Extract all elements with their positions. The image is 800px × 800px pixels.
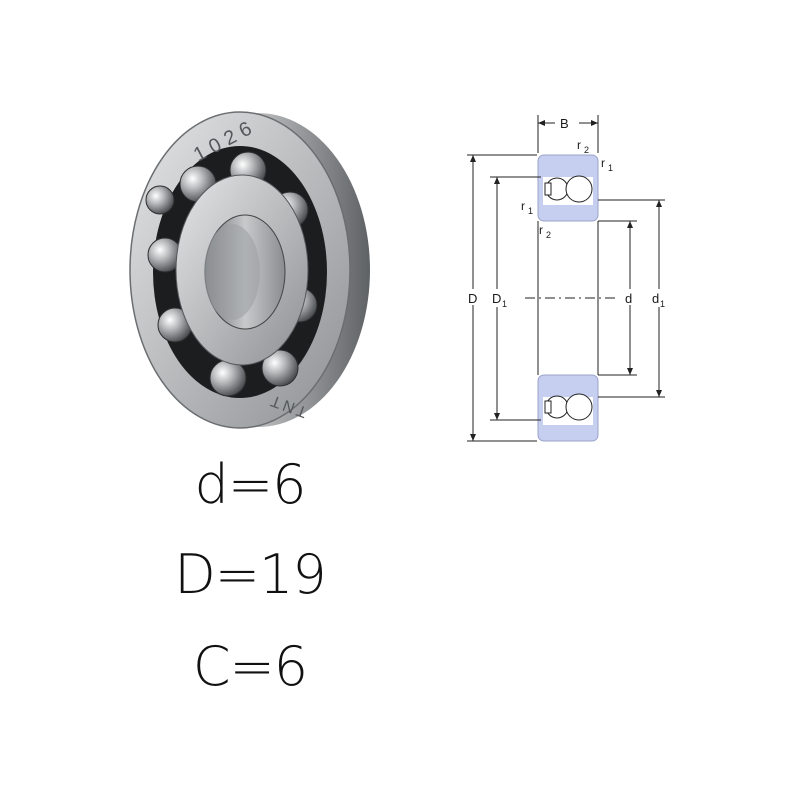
label-d: d xyxy=(625,291,632,306)
bearing-photo: 1026 TNT xyxy=(120,100,390,440)
label-d1: d xyxy=(652,291,659,306)
label-r: r xyxy=(539,223,543,237)
label-D: D xyxy=(468,291,477,306)
spec-width: C=6 xyxy=(192,635,308,698)
label-r: r xyxy=(521,199,525,213)
label-sub: 1 xyxy=(502,299,507,309)
label-sub: 1 xyxy=(528,206,533,216)
label-sub: 2 xyxy=(584,145,589,155)
label-sub: 1 xyxy=(608,163,613,173)
label-D1: D xyxy=(492,291,501,306)
label-B: B xyxy=(560,116,569,131)
label-r: r xyxy=(577,138,581,152)
label-r: r xyxy=(601,156,605,170)
label-sub: 2 xyxy=(546,230,551,240)
spec-outer-diameter: D=19 xyxy=(174,543,327,606)
cross-section-diagram: B r 2 r 1 r 1 r 2 D D 1 d d 1 xyxy=(455,105,675,450)
label-sub: 1 xyxy=(660,299,665,309)
spec-bore-diameter: d=6 xyxy=(194,453,307,516)
